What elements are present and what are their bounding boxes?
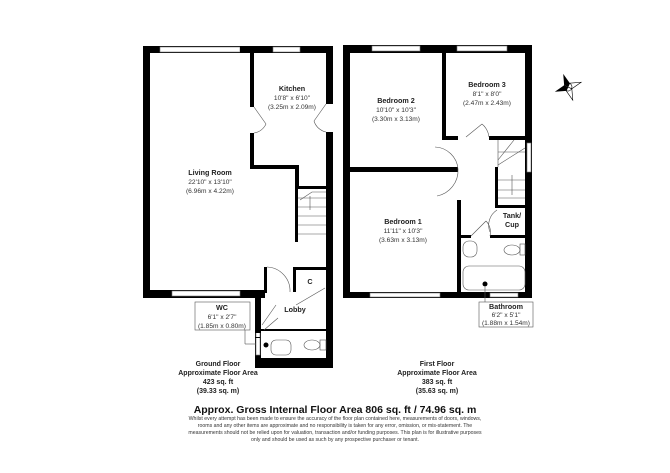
disclaimer-line: Whilst every attempt has been made to en… — [189, 416, 482, 422]
room-dimensions-metric: (1.88m x 1.54m) — [482, 320, 530, 327]
room-dimensions-imperial: 6'2" x 5'1" — [492, 312, 521, 319]
tank-label-line1: Tank/ — [503, 211, 521, 220]
room-label-bedroom-1: Bedroom 1 11'11" x 10'3" (3.63m x 3.13m) — [379, 217, 427, 244]
room-label-kitchen: Kitchen 10'8" x 6'10" (3.25m x 2.09m) — [268, 84, 316, 111]
disclaimer-line: rooms and any other items are approximat… — [198, 423, 473, 429]
room-name: Bathroom — [489, 302, 523, 311]
room-name: WC — [216, 303, 228, 312]
room-label-lobby: Lobby — [284, 305, 306, 314]
disclaimer: Whilst every attempt has been made to en… — [188, 416, 482, 443]
disclaimer-line: only and should be used as such by any p… — [251, 437, 419, 443]
ground-floor-summary: Ground Floor Approximate Floor Area 423 … — [178, 361, 258, 395]
room-name: Kitchen — [279, 84, 305, 93]
room-dimensions-imperial: 10'8" x 6'10" — [274, 95, 311, 102]
room-name: Bedroom 3 — [468, 80, 506, 89]
disclaimer-line: measurements should not be relied upon f… — [188, 430, 482, 436]
room-dimensions-metric: (3.30m x 3.13m) — [372, 116, 420, 123]
room-label-bedroom-3: Bedroom 3 8'1" x 8'0" (2.47m x 2.43m) — [463, 80, 511, 107]
room-dimensions-imperial: 22'10" x 13'10" — [188, 179, 232, 186]
room-name: Living Room — [188, 168, 232, 177]
total-floor-area: Approx. Gross Internal Floor Area 806 sq… — [194, 404, 477, 416]
room-dimensions-imperial: 6'1" x 2'7" — [208, 314, 237, 321]
first-floor-plan — [343, 45, 534, 328]
floor-subtitle: Approximate Floor Area — [178, 370, 258, 377]
floor-title: First Floor — [420, 361, 455, 368]
first-floor-summary: First Floor Approximate Floor Area 383 s… — [397, 361, 477, 395]
room-dimensions-metric: (3.63m x 3.13m) — [379, 237, 427, 244]
room-dimensions-imperial: 8'1" x 8'0" — [473, 91, 502, 98]
room-label-wc: WC 6'1" x 2'7" (1.85m x 0.80m) — [198, 303, 246, 330]
ground-floor-plan — [143, 46, 333, 368]
floor-area-imperial: 383 sq. ft — [422, 379, 453, 386]
room-name: Bedroom 2 — [377, 96, 415, 105]
room-label-bathroom: Bathroom 6'2" x 5'1" (1.88m x 1.54m) — [482, 302, 530, 327]
floor-area-imperial: 423 sq. ft — [203, 379, 234, 386]
room-dimensions-metric: (1.85m x 0.80m) — [198, 323, 246, 330]
compass-rose-icon — [554, 73, 583, 102]
room-label-tank-cupboard: Tank/ Cup — [503, 211, 521, 229]
room-label-living-room: Living Room 22'10" x 13'10" (6.96m x 4.2… — [186, 168, 234, 195]
room-dimensions-metric: (2.47m x 2.43m) — [463, 100, 511, 107]
room-dimensions-metric: (3.25m x 2.09m) — [268, 104, 316, 111]
room-label-bedroom-2: Bedroom 2 10'10" x 10'3" (3.30m x 3.13m) — [372, 96, 420, 123]
room-dimensions-imperial: 10'10" x 10'3" — [376, 107, 416, 114]
floor-area-metric: (35.63 sq. m) — [416, 388, 458, 395]
floor-subtitle: Approximate Floor Area — [397, 370, 477, 377]
room-label-cupboard: C — [307, 277, 312, 286]
room-dimensions-imperial: 11'11" x 10'3" — [384, 228, 424, 235]
room-name: Bedroom 1 — [384, 217, 422, 226]
room-dimensions-metric: (6.96m x 4.22m) — [186, 188, 234, 195]
tank-label-line2: Cup — [505, 220, 520, 229]
floor-area-metric: (39.33 sq. m) — [197, 388, 239, 395]
floor-title: Ground Floor — [196, 361, 241, 368]
